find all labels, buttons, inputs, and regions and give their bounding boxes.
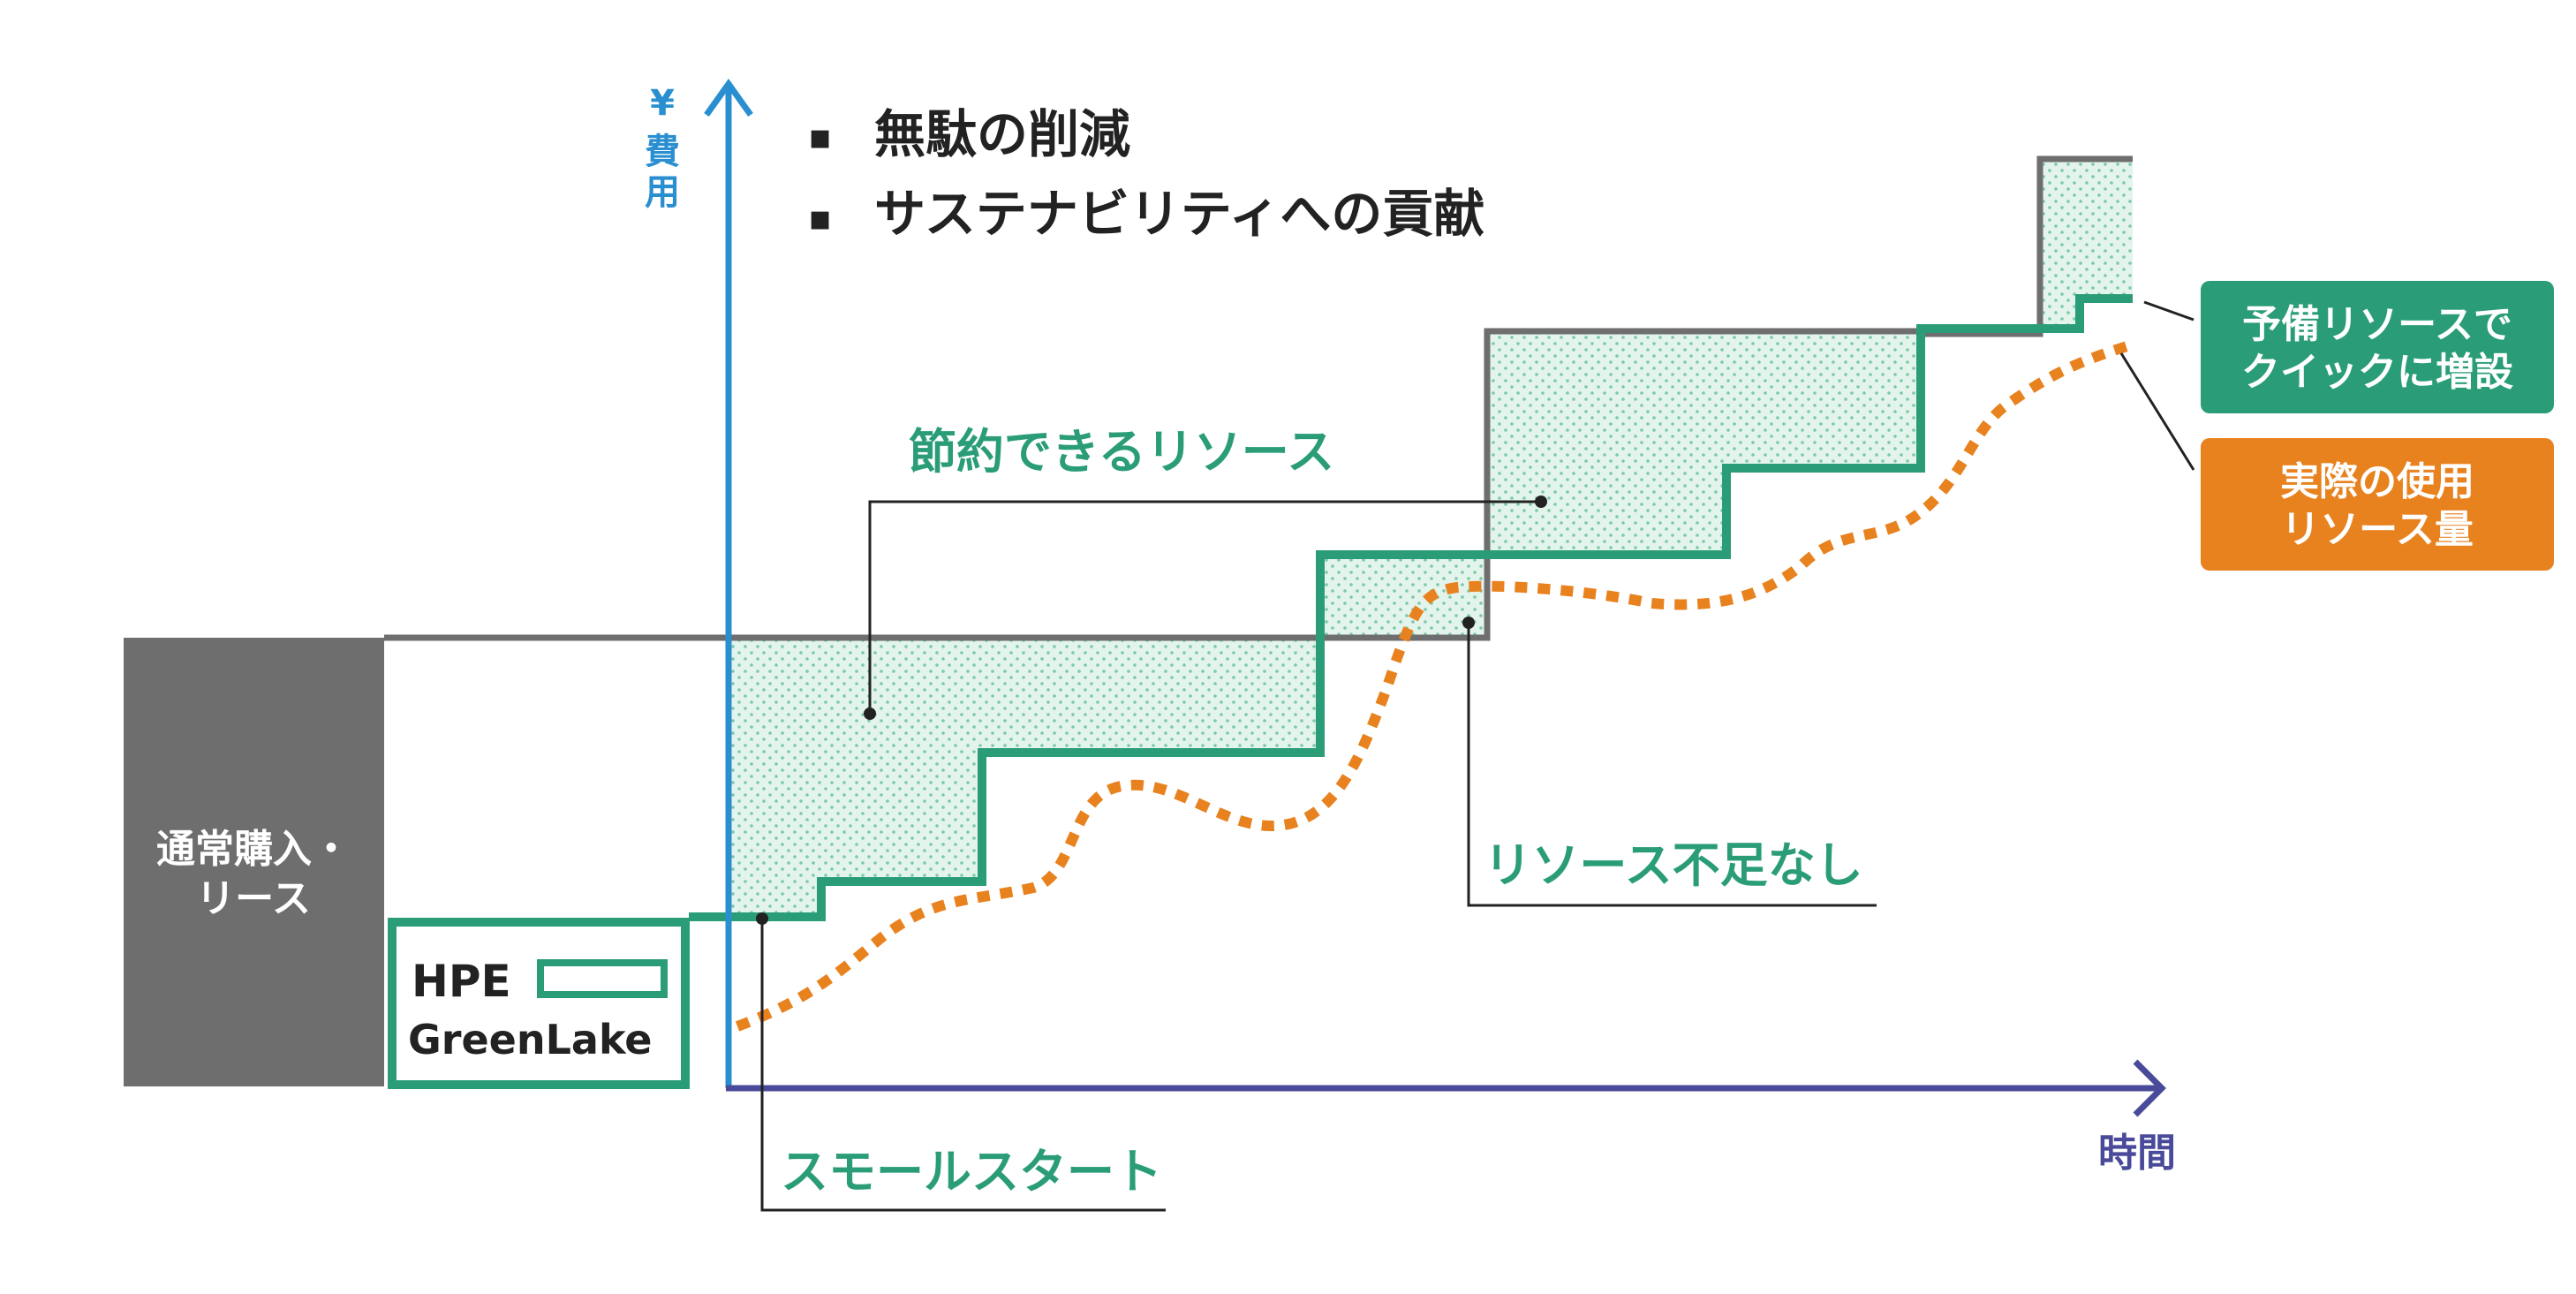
reserve-leader-line bbox=[2143, 300, 2195, 322]
reserve-callout-line1: 予備リソースで bbox=[2242, 302, 2512, 347]
small-start-callout-label: スモールスタート bbox=[781, 1144, 1162, 1199]
y-axis-label: 費用 bbox=[645, 132, 680, 213]
small-start-leader-dot bbox=[756, 912, 768, 925]
y-axis-arrowhead bbox=[704, 78, 753, 117]
x-axis-arrowhead bbox=[2133, 1059, 2166, 1117]
traditional-label-line2: リース bbox=[196, 876, 311, 921]
x-axis-label: 時間 bbox=[2098, 1131, 2176, 1176]
savings-area-top bbox=[2040, 159, 2133, 329]
logo-greenlake-text: GreenLake bbox=[408, 1016, 653, 1063]
no-shortage-leader-line bbox=[1467, 623, 1877, 907]
small-start-leader-line bbox=[760, 919, 1166, 1212]
y-axis-label-yen: ¥ bbox=[650, 83, 675, 124]
bullet-glyph-2: ▪ bbox=[808, 198, 832, 238]
actual-callout-box bbox=[2201, 438, 2554, 571]
savings-callout-label: 節約できるリソース bbox=[909, 424, 1334, 480]
no-shortage-callout-label: リソース不足なし bbox=[1484, 837, 1862, 893]
actual-usage-curve bbox=[735, 339, 2134, 1032]
logo-hpe-text: HPE bbox=[412, 956, 511, 1007]
actual-leader-line bbox=[2119, 352, 2195, 471]
hpe-element-icon bbox=[537, 959, 668, 998]
greenlake-capacity-line bbox=[689, 294, 2133, 921]
greenlake-logo-box bbox=[388, 918, 690, 1089]
savings-leader-line bbox=[868, 500, 1541, 714]
savings-leader-dot-1 bbox=[864, 708, 876, 720]
actual-callout-line2: リソース量 bbox=[2281, 507, 2474, 552]
savings-area-main bbox=[731, 331, 1921, 917]
traditional-label-line1: 通常購入・ bbox=[156, 827, 351, 872]
bullet-text-1: 無駄の削減 bbox=[874, 104, 1130, 164]
savings-leader-dot-2 bbox=[1535, 496, 1547, 508]
actual-callout-line1: 実際の使用 bbox=[2280, 459, 2474, 504]
bullet-text-2: サステナビリティへの貢献 bbox=[874, 184, 1484, 244]
reserve-callout-line2: クイックに増設 bbox=[2241, 350, 2513, 395]
no-shortage-leader-dot bbox=[1462, 617, 1475, 629]
traditional-purchase-box bbox=[124, 638, 384, 1086]
reserve-callout-box bbox=[2201, 281, 2554, 413]
bullet-glyph-1: ▪ bbox=[808, 117, 832, 157]
